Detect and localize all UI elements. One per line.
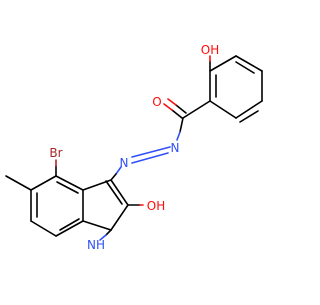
bond	[209, 100, 237, 119]
bond	[56, 181, 79, 194]
bromine-label: Br	[49, 146, 62, 160]
bond	[176, 131, 181, 141]
bond	[175, 104, 187, 114]
bond	[179, 117, 184, 133]
bond	[55, 175, 84, 191]
bond	[167, 98, 177, 106]
hydrazone-n2-label: N	[120, 156, 129, 170]
bond	[105, 180, 123, 205]
bond	[5, 175, 32, 191]
bond	[235, 100, 263, 119]
bond	[110, 173, 117, 181]
bond	[131, 152, 169, 164]
bond	[115, 166, 122, 175]
bond	[99, 234, 107, 241]
indole-hydroxyl-label: OH	[147, 199, 165, 213]
bond	[30, 175, 57, 191]
hydroxyl-label: OH	[201, 43, 219, 57]
bond	[235, 55, 263, 72]
bond	[131, 146, 171, 158]
bond	[30, 220, 57, 237]
bond	[239, 110, 259, 123]
bond	[55, 220, 84, 237]
molecule-canvas: OH O N N Br OH NH	[5, 43, 263, 252]
indole-nh-label: NH	[87, 238, 105, 252]
bond	[182, 100, 211, 119]
carbonyl-oxygen-label: O	[152, 95, 161, 109]
bond	[59, 218, 80, 231]
bond	[163, 103, 173, 111]
bond	[171, 109, 183, 119]
bond	[110, 204, 129, 231]
bond	[82, 220, 112, 231]
molecule-structure: OH O N N Br OH NH	[5, 43, 263, 252]
bond	[110, 179, 129, 206]
bond	[105, 229, 112, 236]
hydrazone-n1-label: N	[171, 141, 180, 155]
bond	[235, 61, 255, 74]
bond	[209, 55, 237, 72]
bonds	[5, 55, 263, 241]
